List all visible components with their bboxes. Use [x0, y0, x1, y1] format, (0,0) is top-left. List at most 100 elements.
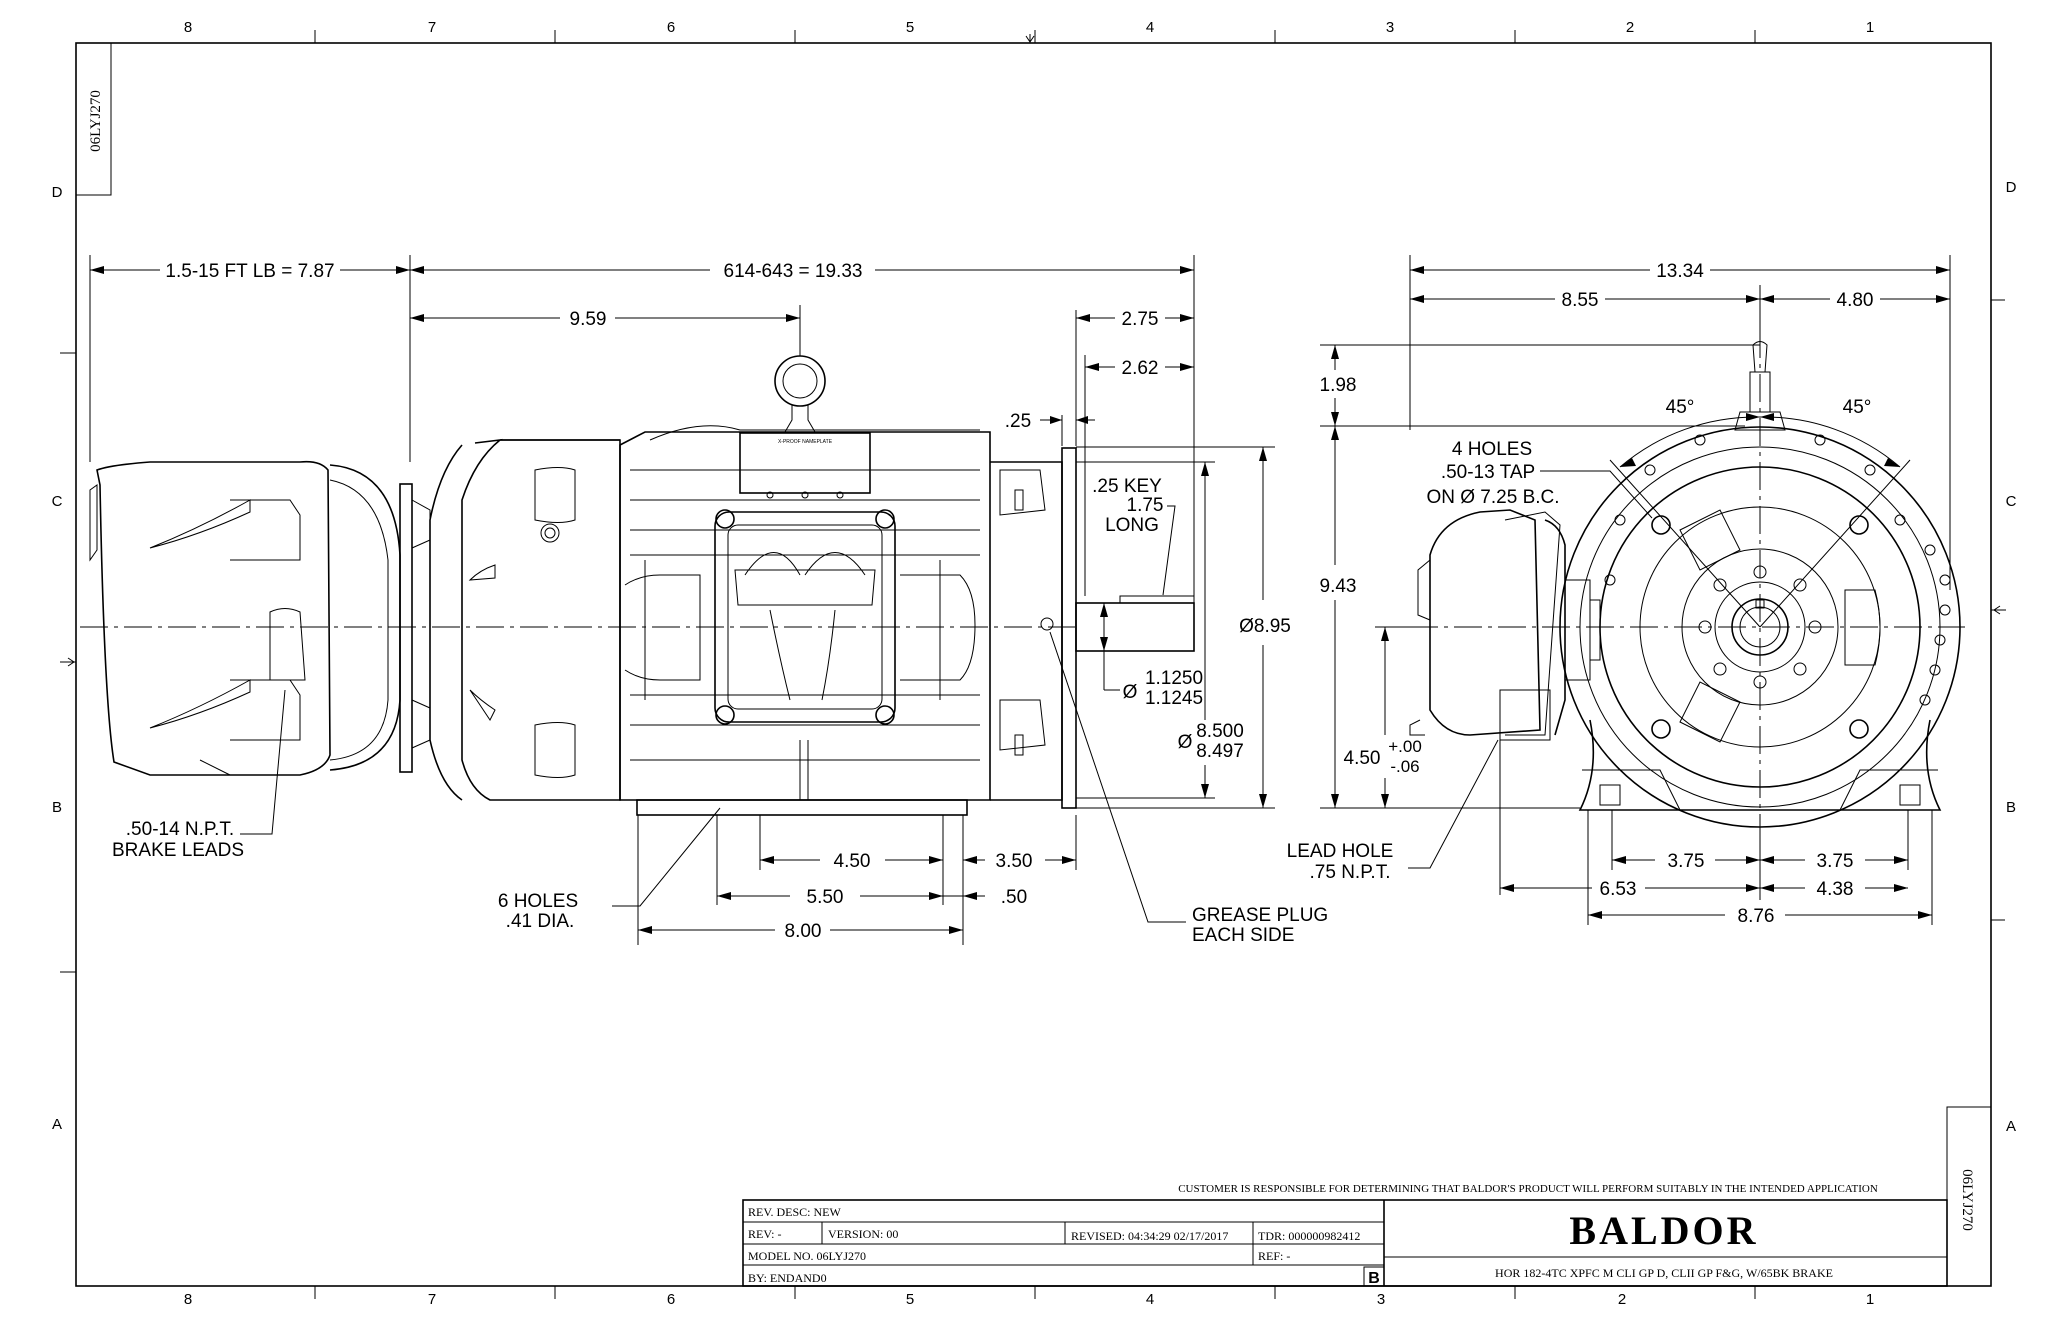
dim-shaft-diameter-symbol: Ø: [1123, 682, 1138, 703]
note-tap-holes-line2: .50-13 TAP: [1441, 462, 1535, 483]
note-brake-leads-line2: BRAKE LEADS: [112, 840, 244, 861]
row-label-a-left: A: [52, 1116, 62, 1133]
dim-foot-3-50: 3.50: [996, 851, 1033, 872]
dim-shaft-2-75: 2.75: [1122, 309, 1159, 330]
col-label-4-top: 4: [1146, 19, 1154, 36]
version: VERSION: 00: [828, 1227, 898, 1241]
note-lead-hole-line2: .75 N.P.T.: [1310, 862, 1391, 883]
key-callout-line1: .25 KEY: [1092, 476, 1162, 497]
note-brake-leads-line1: .50-14 N.P.T.: [126, 819, 234, 840]
dim-pilot-diameter-max: 8.500: [1196, 721, 1244, 742]
note-tap-holes-line1: 4 HOLES: [1452, 439, 1532, 460]
col-label-1-top: 1: [1866, 19, 1874, 36]
key-callout-line2: 1.75: [1127, 495, 1164, 516]
drawn-by: BY: ENDAND0: [748, 1271, 827, 1285]
row-label-c-right: C: [2006, 493, 2017, 510]
row-label-d-right: D: [2006, 179, 2017, 196]
front-flange: [990, 447, 1195, 809]
side-view-notes: .50-14 N.P.T. BRAKE LEADS 6 HOLES .41 DI…: [112, 631, 1328, 946]
dim-pilot-diameter-symbol: Ø: [1178, 732, 1193, 753]
size-letter: B: [1368, 1270, 1380, 1287]
dim-shaft-2-62: 2.62: [1122, 358, 1159, 379]
row-label-d-left: D: [52, 184, 63, 201]
rev: REV: -: [748, 1227, 781, 1241]
dim-flange-diameter: Ø8.95: [1239, 616, 1291, 637]
row-label-c-left: C: [52, 493, 63, 510]
row-label-b-right: B: [2006, 799, 2016, 816]
col-label-6-bottom: 6: [667, 1291, 675, 1308]
dim-end-width-8-55: 8.55: [1562, 290, 1599, 311]
col-label-3-bottom: 3: [1377, 1291, 1385, 1308]
col-label-8-bottom: 8: [184, 1291, 192, 1308]
end-view: 13.34 8.55 4.80 1.98 9.43 4.50 +.00 -.06: [1287, 255, 1965, 927]
dim-pilot-diameter-min: 8.497: [1196, 741, 1244, 762]
col-label-4-bottom: 4: [1146, 1291, 1154, 1308]
key-callout-line3: LONG: [1105, 515, 1159, 536]
dim-foot-4-50: 4.50: [834, 851, 871, 872]
note-grease-plug-line1: GREASE PLUG: [1192, 905, 1328, 926]
col-label-1-bottom: 1: [1866, 1291, 1874, 1308]
end-view-dimensions: 13.34 8.55 4.80 1.98 9.43 4.50 +.00 -.06: [1320, 255, 1951, 927]
note-lead-hole-line1: LEAD HOLE: [1287, 841, 1394, 862]
model-number: MODEL NO. 06LYJ270: [748, 1249, 866, 1263]
title-block: CUSTOMER IS RESPONSIBLE FOR DETERMINING …: [742, 1106, 1992, 1287]
dim-end-height-9-43: 9.43: [1320, 576, 1357, 597]
dim-overall-length: 614-643 = 19.33: [724, 261, 863, 282]
side-view: X-PROOF NAMEPLATE: [80, 255, 1328, 946]
end-view-conduit-box: [1409, 509, 1601, 741]
brake-housing: [89, 460, 431, 776]
dim-shaft-height-tol-plus: +.00: [1388, 737, 1422, 756]
tdr-number: TDR: 000000982412: [1258, 1229, 1360, 1243]
dim-brake-length: 1.5-15 FT LB = 7.87: [165, 261, 334, 282]
col-label-7-bottom: 7: [428, 1291, 436, 1308]
dim-end-foot-3-75-right: 3.75: [1817, 851, 1854, 872]
dim-angle-left: 45°: [1666, 397, 1695, 418]
col-label-5-top: 5: [906, 19, 914, 36]
col-label-7-top: 7: [428, 19, 436, 36]
dim-end-foot-3-75-left: 3.75: [1668, 851, 1705, 872]
dim-shaft-height-tol-minus: -.06: [1390, 757, 1419, 776]
ref: REF: -: [1258, 1249, 1290, 1263]
dim-shaft-diameter-min: 1.1245: [1145, 688, 1203, 709]
col-label-8-top: 8: [184, 19, 192, 36]
end-view-frame: [1559, 341, 1961, 828]
col-label-3-top: 3: [1386, 19, 1394, 36]
col-label-2-bottom: 2: [1618, 1291, 1626, 1308]
dim-flange-0-25: .25: [1005, 411, 1031, 432]
baldor-logo: BALDOR: [1569, 1208, 1758, 1253]
dim-foot-0-50: .50: [1001, 887, 1027, 908]
rev-desc: REV. DESC: NEW: [748, 1205, 841, 1219]
end-view-notes: 4 HOLES .50-13 TAP ON Ø 7.25 B.C. LEAD H…: [1287, 439, 1653, 883]
motor-description: HOR 182-4TC XPFC M CLI GP D, CLII GP F&G…: [1495, 1266, 1833, 1280]
motor-frame: X-PROOF NAMEPLATE: [534, 355, 991, 816]
dim-angle-right: 45°: [1843, 397, 1872, 418]
dim-end-width-4-80: 4.80: [1837, 290, 1874, 311]
row-label-b-left: B: [52, 799, 62, 816]
note-grease-plug-line2: EACH SIDE: [1192, 925, 1294, 946]
drawing-number-bottom-right: 06LYJ270: [1959, 1169, 1975, 1231]
disclaimer-text: CUSTOMER IS RESPONSIBLE FOR DETERMINING …: [1178, 1183, 1878, 1195]
note-tap-holes-line3: ON Ø 7.25 B.C.: [1426, 487, 1559, 508]
col-label-6-top: 6: [667, 19, 675, 36]
col-label-5-bottom: 5: [906, 1291, 914, 1308]
dim-end-foot-4-38: 4.38: [1817, 879, 1854, 900]
side-view-dimensions: 1.5-15 FT LB = 7.87 614-643 = 19.33 9.59…: [89, 255, 1291, 945]
dim-shaft-height: 4.50: [1344, 748, 1381, 769]
dim-foot-8-00: 8.00: [785, 921, 822, 942]
row-label-a-right: A: [2006, 1118, 2016, 1135]
dim-end-foot-8-76: 8.76: [1738, 906, 1775, 927]
nameplate-label: X-PROOF NAMEPLATE: [778, 439, 833, 445]
end-bell: [429, 438, 621, 801]
revised-timestamp: REVISED: 04:34:29 02/17/2017: [1071, 1229, 1228, 1243]
note-mounting-holes-line2: .41 DIA.: [506, 911, 575, 932]
col-label-2-top: 2: [1626, 19, 1634, 36]
dim-shaft-diameter-max: 1.1250: [1145, 668, 1203, 689]
dim-eyebolt-location: 9.59: [570, 309, 607, 330]
dim-foot-5-50: 5.50: [807, 887, 844, 908]
dim-end-foot-6-53: 6.53: [1600, 879, 1637, 900]
dim-end-height-1-98: 1.98: [1320, 375, 1357, 396]
note-mounting-holes-line1: 6 HOLES: [498, 891, 578, 912]
dim-end-width-13-34: 13.34: [1656, 261, 1704, 282]
drawing-number-top-left: 06LYJ270: [88, 90, 104, 152]
